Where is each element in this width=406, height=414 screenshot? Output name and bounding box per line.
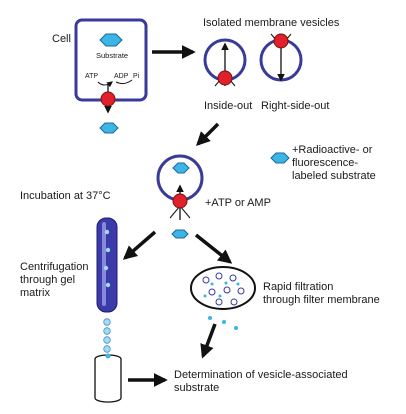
collection-tube-body (94, 359, 122, 403)
labeled-substrate-legend-icon (270, 152, 290, 164)
arrow-filter-to-determination (200, 323, 217, 359)
filter-vesicle (223, 286, 231, 294)
substrate-icon (99, 33, 123, 47)
assay-transporter-icon (172, 193, 188, 209)
eluate-droplet (103, 327, 111, 335)
filter-substrate-dot (218, 294, 222, 298)
cell-label: Cell (52, 33, 71, 45)
pi-label: Pi (133, 73, 140, 80)
inside-out-transporter-icon (217, 70, 233, 86)
filter-substrate-dot (203, 294, 207, 298)
right-side-out-transporter-icon (273, 33, 289, 49)
adp-label: ADP (114, 73, 129, 80)
eluate-droplet (103, 345, 111, 353)
eluate-droplet (103, 318, 111, 326)
vesicle-loaded-substrate-icon (172, 162, 190, 174)
filter-vesicle (215, 298, 223, 306)
centrifugation-label-line3: matrix (20, 287, 50, 299)
cell-transporter-icon (100, 91, 116, 107)
filter-vesicle (208, 288, 216, 296)
tube-content-dot (105, 353, 111, 359)
atp-or-amp-label: +ATP or AMP (205, 197, 271, 209)
filter-vesicle (215, 272, 223, 280)
inside-out-label: Inside-out (204, 100, 252, 112)
filter-vesicle (230, 298, 238, 306)
effluxed-substrate-icon (99, 122, 119, 134)
right-side-out-label: Right-side-out (261, 100, 329, 112)
filter-membrane (190, 266, 256, 310)
column-vesicle-dot (105, 247, 111, 253)
cell-membrane (74, 18, 148, 102)
gel-column-highlight (102, 222, 106, 306)
filter-substrate-dot (210, 282, 214, 286)
filtrate-droplet (208, 316, 212, 320)
filter-substrate-dot (224, 281, 228, 285)
filtration-label-line2: through filter membrane (263, 294, 380, 306)
arrow-vesicles-to-assay (196, 122, 220, 146)
arrow-to-centrifugation (122, 230, 157, 260)
incubation-label: Incubation at 37°C (20, 190, 111, 202)
filter-vesicle (237, 287, 245, 295)
determination-label-line2: substrate (174, 382, 219, 394)
column-vesicle-dot (105, 282, 111, 288)
atp-label: ATP (85, 73, 98, 80)
filtrate-droplet (222, 320, 226, 324)
labeled-substrate-label-line3: labeled substrate (292, 170, 376, 182)
column-vesicle-dot (104, 229, 110, 235)
eluate-droplet (103, 336, 111, 344)
filtration-label-line1: Rapid filtration (263, 281, 333, 293)
outside-substrate-icon (171, 229, 189, 239)
filter-vesicle (229, 274, 237, 282)
labeled-substrate-label-line1: +Radioactive- or (292, 144, 373, 156)
labeled-substrate-label-line2: fluorescence- (292, 157, 358, 169)
filtrate-droplet (234, 326, 238, 330)
isolated-vesicles-label: Isolated membrane vesicles (203, 17, 340, 29)
centrifugation-label-line1: Centrifugation (20, 261, 89, 273)
substrate-label: Substrate (96, 51, 128, 60)
pi-release-arrow (115, 79, 133, 85)
determination-label-line1: Determination of vesicle-associated (174, 369, 348, 381)
column-vesicle-dot (103, 265, 109, 271)
filter-substrate-dot (236, 282, 240, 286)
arrow-to-filtration (194, 233, 233, 264)
atp-to-adp-arrow (97, 81, 113, 88)
centrifugation-label-line2: through gel (20, 274, 75, 286)
filter-vesicle (202, 276, 210, 284)
